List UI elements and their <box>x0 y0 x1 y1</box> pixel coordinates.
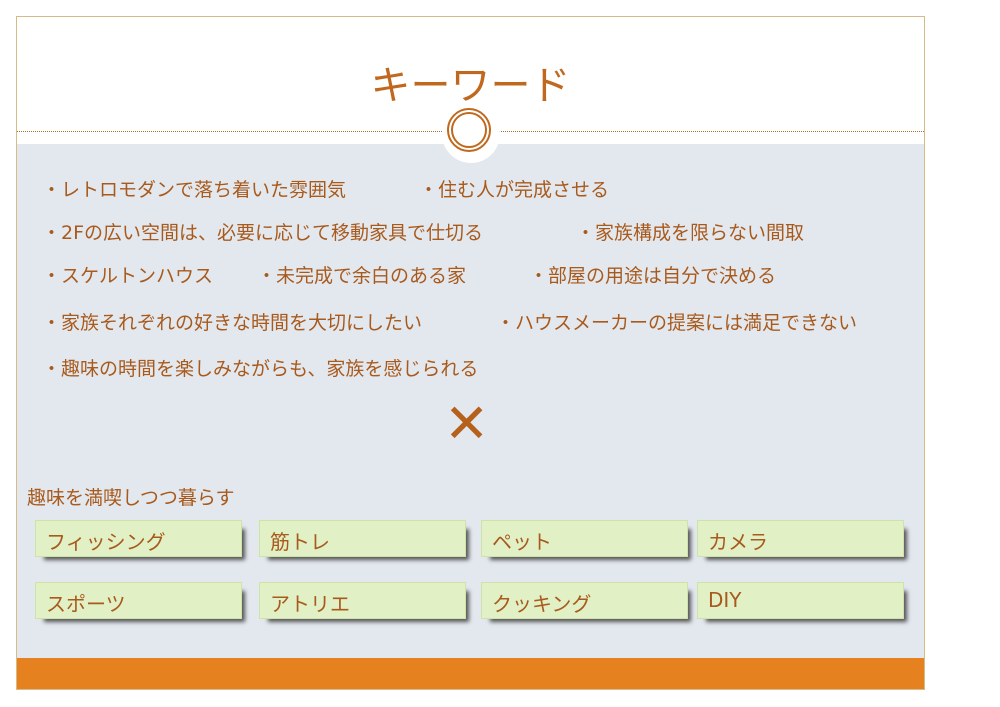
footer-bar <box>17 658 924 689</box>
tag: フィッシング <box>35 520 242 557</box>
tag: 筋トレ <box>259 520 466 557</box>
keyword: ・住む人が完成させる <box>419 179 610 201</box>
keyword: ・レトロモダンで落ち着いた雰囲気 <box>42 179 347 201</box>
circle-ornament-icon <box>447 108 491 152</box>
keyword: ・趣味の時間を楽しみながらも、家族を感じられる <box>42 358 479 380</box>
tag: クッキング <box>481 582 688 619</box>
tag: アトリエ <box>259 582 466 619</box>
keyword: ・2Fの広い空間は、必要に応じて移動家具で仕切る <box>42 222 484 244</box>
tag: カメラ <box>697 520 904 557</box>
slide-title: キーワード <box>370 63 571 109</box>
content-panel <box>17 144 924 660</box>
keyword: ・部屋の用途は自分で決める <box>529 265 777 287</box>
slide: キーワード ・レトロモダンで落ち着いた雰囲気 ・住む人が完成させる ・2Fの広い… <box>16 16 925 690</box>
keyword: ・ハウスメーカーの提案には満足できない <box>496 312 858 334</box>
keyword: ・未完成で余白のある家 <box>257 265 467 287</box>
subtitle: 趣味を満喫しつつ暮らす <box>27 487 235 509</box>
keyword: ・スケルトンハウス <box>42 265 214 287</box>
cross-icon: ✕ <box>444 392 490 455</box>
circle-ornament-inner-icon <box>451 112 487 148</box>
keyword: ・家族構成を限らない間取 <box>576 222 805 244</box>
tag: ペット <box>481 520 688 557</box>
tag: スポーツ <box>35 582 242 619</box>
keyword: ・家族それぞれの好きな時間を大切にしたい <box>42 312 423 334</box>
tag: DIY <box>697 582 904 619</box>
